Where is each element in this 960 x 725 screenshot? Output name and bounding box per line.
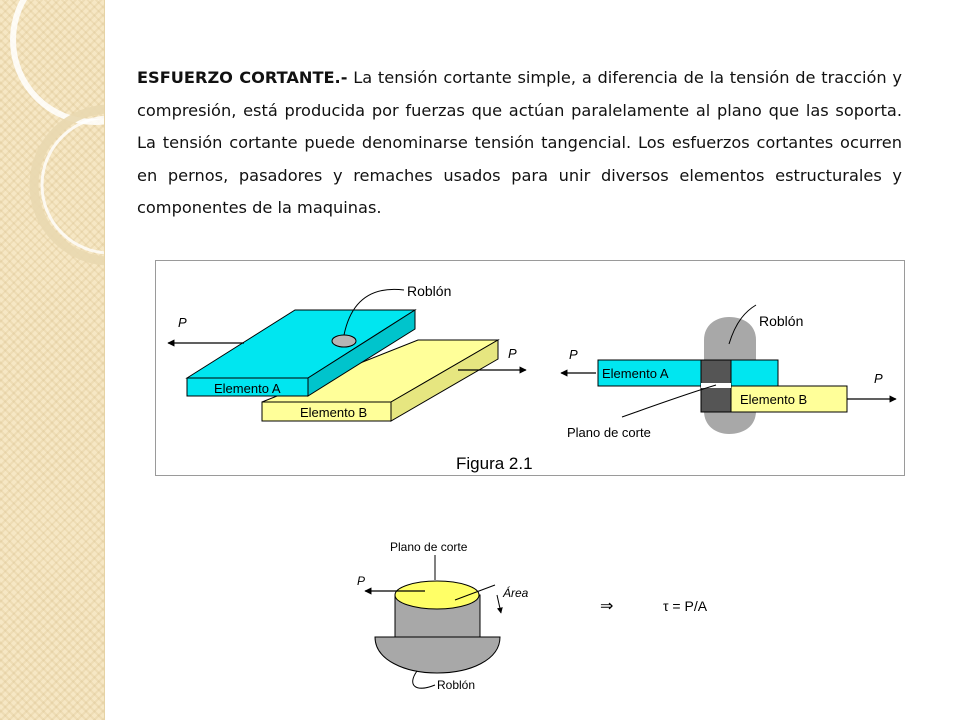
right-element-a-label: Elemento A: [602, 366, 669, 381]
paragraph-title: ESFUERZO CORTANTE.-: [137, 68, 348, 87]
figure-2-1: Roblón Elemento A Elemento B P P Element…: [155, 260, 905, 476]
left-force-label: P: [178, 315, 187, 330]
cut-plane-label-2: Plano de corte: [390, 540, 468, 554]
decorative-circles: [10, 0, 104, 266]
lap-joint-perspective: Roblón Elemento A Elemento B P P: [167, 283, 527, 422]
decorative-side-band: [0, 0, 105, 720]
left-element-a-label: Elemento A: [214, 381, 281, 396]
cut-plane-label: Plano de corte: [567, 425, 651, 440]
left-rivet-label: Roblón: [407, 283, 451, 299]
implies-symbol: ⇒: [600, 598, 613, 615]
shear-formula: τ = P/A: [663, 598, 708, 614]
section-left-force-label: P: [569, 347, 578, 362]
figure-rivet-area: Plano de corte P Área Roblón ⇒ τ = P/A: [345, 525, 735, 720]
rivet-area-drawing: Plano de corte P Área Roblón ⇒ τ = P/A: [357, 540, 708, 692]
right-rivet-label: Roblón: [759, 313, 803, 329]
figure-caption: Figura 2.1: [456, 454, 533, 473]
area-label: Área: [502, 585, 529, 600]
right-force-label: P: [508, 346, 517, 361]
lap-joint-section: Elemento A Elemento B Roblón Plano de co…: [560, 304, 897, 440]
rivet-label-2: Roblón: [437, 678, 475, 692]
left-element-b-label: Elemento B: [300, 405, 367, 420]
right-element-b-label: Elemento B: [740, 392, 807, 407]
section-right-force-label: P: [874, 371, 883, 386]
paragraph-text: La tensión cortante simple, a diferencia…: [137, 68, 902, 217]
figure-2-1-drawing: Roblón Elemento A Elemento B P P Element…: [167, 283, 897, 473]
body-paragraph: ESFUERZO CORTANTE.- La tensión cortante …: [137, 62, 902, 225]
force-label-2: P: [357, 574, 365, 588]
